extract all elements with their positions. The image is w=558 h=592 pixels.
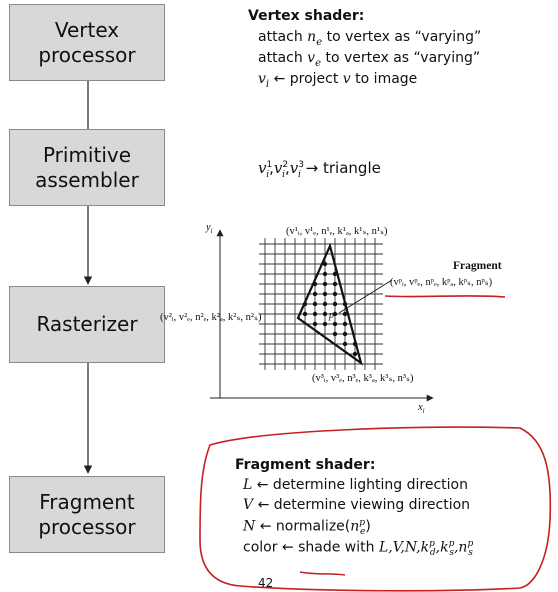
subscript: i: [298, 170, 301, 180]
symbol: V: [243, 497, 254, 513]
axis-subscript: i: [422, 407, 425, 416]
text: attach: [258, 29, 308, 45]
stage-label-line: processor: [38, 42, 136, 67]
vertex-shader-line-1: attach ne to vertex as “varying”: [258, 29, 481, 48]
vertex-2-label: (v²ᵢ, v²ₑ, n²ₑ, k²ₐ, k²ₛ, n²ₛ): [160, 312, 262, 323]
red-underline-fragment-label: [384, 295, 506, 298]
symbol: v: [273, 159, 283, 177]
stage-fragment-processor: Fragment processor: [9, 476, 165, 553]
superscript: 2: [282, 160, 289, 170]
text: ← normalize(: [255, 518, 351, 535]
symbol: v: [342, 71, 351, 87]
subscript: s: [468, 548, 473, 559]
symbol: v: [258, 159, 267, 177]
fragment-shader-line-3: N ← normalize(npe): [243, 518, 371, 537]
subscript: e: [315, 57, 322, 69]
red-underline-shade: [299, 571, 346, 576]
symbol: n: [307, 29, 317, 45]
text: to vertex as “varying”: [321, 50, 481, 66]
stage-vertex-processor: Vertex processor: [9, 4, 165, 81]
stage-label-line: Primitive: [42, 142, 132, 167]
axis-symbol: y: [206, 222, 211, 233]
symbol: n: [350, 518, 360, 535]
stage-label-line: Vertex: [54, 17, 120, 42]
axis-symbol: x: [418, 402, 423, 413]
superscript: p: [359, 518, 366, 528]
page-number: 42: [258, 576, 274, 590]
stage-primitive-assembler: Primitive assembler: [9, 129, 165, 206]
subscript: i: [266, 170, 270, 180]
text: attach: [258, 50, 308, 66]
subscript: i: [282, 170, 285, 180]
superscript: p: [429, 539, 435, 549]
x-axis-label: xi: [418, 402, 425, 415]
text: ): [365, 518, 371, 535]
subscript: s: [449, 548, 454, 559]
fragment-shader-line-1: L ← determine lighting direction: [243, 477, 468, 493]
subscript: d: [429, 548, 436, 559]
vertex-1-label: (v¹ᵢ, v¹ₑ, n¹ₑ, k¹ₐ, k¹ₛ, n¹ₛ): [286, 226, 388, 237]
stage-label-line: Rasterizer: [36, 312, 138, 336]
vertex-shader-line-2: attach ve to vertex as “varying”: [258, 50, 480, 69]
stage-rasterizer: Rasterizer: [9, 286, 165, 363]
symbol: v: [289, 159, 299, 177]
text: to image: [350, 71, 418, 87]
subscript: e: [360, 527, 366, 538]
text: ← determine viewing direction: [253, 497, 471, 513]
symbol: ,k: [435, 539, 449, 556]
superscript: p: [467, 539, 474, 549]
text: to vertex as “varying”: [322, 29, 482, 45]
fragment-shader-line-4: color ← shade with L,V,N,kpd,kps,nps: [243, 539, 473, 558]
vertex-3-label: (v³ᵢ, v³ₑ, n³ₑ, k³ₐ, k³ₛ, n³ₛ): [312, 373, 414, 384]
symbol: L: [243, 477, 253, 493]
symbol: v: [258, 71, 266, 87]
stage-label-line: Fragment: [39, 489, 135, 514]
text: → triangle: [305, 159, 381, 177]
text: ← project: [269, 71, 343, 87]
fragment-shader-title: Fragment shader:: [235, 457, 376, 473]
fragment-leader: [338, 279, 393, 314]
fragment-samples: [302, 261, 358, 357]
raster-grid: [259, 238, 383, 370]
axis-subscript: i: [210, 227, 213, 236]
fragment-shader-line-2: V ← determine viewing direction: [243, 497, 470, 513]
stage-label-line: processor: [38, 514, 136, 539]
vertex-shader-line-3: vi ← project v to image: [258, 71, 417, 90]
superscript: 1: [266, 160, 273, 170]
point-p-label: p: [329, 310, 334, 321]
fragment-attributes-label: (vᵖᵢ, vᵖₑ, nᵖₑ, kᵖₐ, kᵖₛ, nᵖₛ): [390, 277, 493, 288]
symbol: N: [243, 518, 256, 535]
text: color ← shade with: [243, 539, 379, 556]
red-annotation-loop: [199, 426, 552, 592]
y-axis-label: yi: [206, 222, 213, 235]
symbol: ,n: [453, 539, 468, 556]
text: ← determine lighting direction: [252, 477, 468, 493]
vertex-shader-title: Vertex shader:: [248, 8, 365, 24]
subscript: e: [316, 36, 323, 48]
fragment-title: Fragment: [453, 260, 502, 272]
stage-label-line: assembler: [35, 167, 139, 192]
subscript: i: [265, 78, 270, 90]
symbol: L,V,N,k: [378, 539, 430, 556]
symbol: v: [307, 50, 316, 66]
superscript: 3: [298, 160, 304, 170]
primitive-triangle-text: v1i,v2i,v3i → triangle: [258, 159, 381, 180]
superscript: p: [448, 539, 455, 549]
